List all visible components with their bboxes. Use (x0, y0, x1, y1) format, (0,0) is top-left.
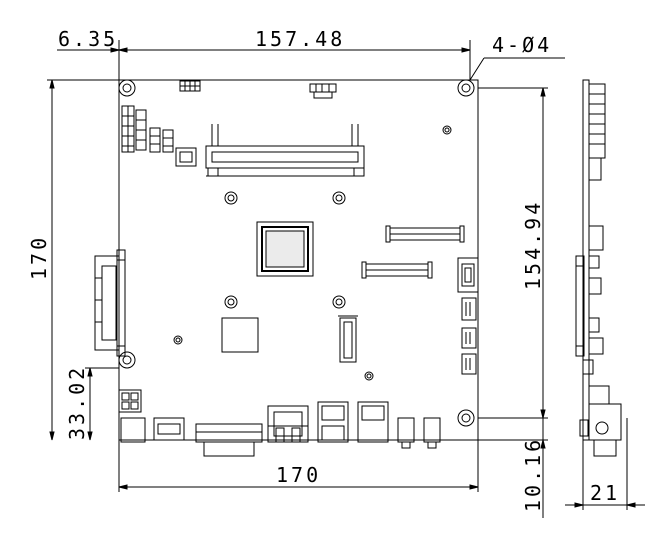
edge-connector (94, 249, 126, 357)
io-vga-port (195, 423, 263, 457)
fan-connectors (461, 297, 477, 375)
bottom-dimension-lines (118, 440, 479, 492)
chipset (221, 317, 259, 353)
sodimm-slot (205, 124, 365, 177)
dim-bottom-offset: 10.16 (521, 437, 545, 512)
power-connector (118, 389, 142, 413)
cpu-icon (256, 221, 314, 277)
dim-left-lower-offset: 33.02 (65, 365, 89, 440)
side-dimension-lines (565, 440, 645, 510)
dim-right-hole-span: 154.94 (521, 200, 545, 290)
mounting-hole-icon (118, 79, 136, 97)
right-dimension-lines (478, 87, 548, 518)
io-usb-stack (317, 401, 349, 443)
mounting-hole-icon (118, 351, 136, 369)
left-dimension-lines (47, 79, 120, 441)
dim-side-thickness: 21 (590, 481, 620, 505)
mounting-hole-icon (457, 409, 475, 427)
io-audio-jack (397, 417, 415, 449)
dim-board-width: 170 (276, 463, 321, 487)
small-chip (175, 147, 197, 167)
dim-board-height: 170 (27, 235, 51, 280)
hdmi-icon (457, 257, 479, 293)
dim-hole-callout: 4-Ø4 (492, 33, 552, 57)
top-dimension-lines (57, 40, 471, 80)
m2-connector (361, 261, 433, 279)
io-dc-jack (120, 417, 146, 443)
m2-connector (385, 225, 465, 243)
mpcie-slot (338, 315, 358, 363)
pin-headers (121, 80, 337, 153)
io-lan-port (267, 405, 309, 443)
mounting-hole-icon (457, 79, 475, 97)
side-view (575, 79, 628, 457)
standoff-holes (173, 125, 452, 381)
dim-top-left-offset: 6.35 (58, 27, 118, 51)
io-usb-stack (357, 401, 389, 443)
dim-top-hole-span: 157.48 (255, 27, 345, 51)
hole-callout-leader (469, 57, 565, 81)
io-audio-jack (423, 417, 441, 449)
io-sim-slot (153, 417, 185, 441)
